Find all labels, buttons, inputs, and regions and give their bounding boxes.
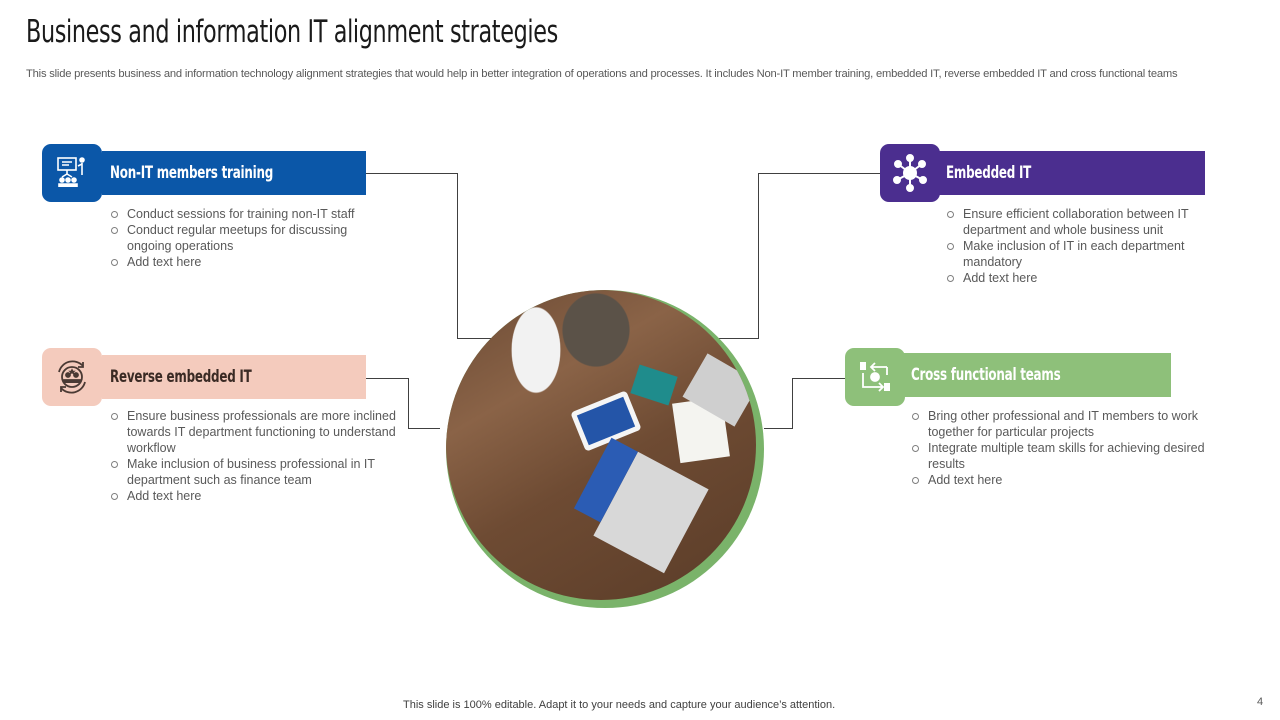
presentation-training-icon bbox=[42, 144, 102, 202]
bullet-item: Add text here bbox=[910, 472, 1225, 488]
page-subtitle: This slide presents business and informa… bbox=[26, 68, 1178, 80]
network-hub-icon bbox=[880, 144, 940, 202]
workflow-gear-icon bbox=[845, 348, 905, 406]
bullet-item: Conduct regular meetups for discussing o… bbox=[109, 222, 379, 254]
bullet-item: Add text here bbox=[109, 254, 379, 270]
team-meeting-photo bbox=[446, 290, 764, 608]
section-title: Cross functional teams bbox=[911, 365, 1061, 385]
bullet-list: Bring other professional and IT members … bbox=[910, 408, 1225, 488]
bullet-item: Integrate multiple team skills for achie… bbox=[910, 440, 1225, 472]
section-title: Reverse embedded IT bbox=[110, 367, 252, 387]
bullet-item: Add text here bbox=[109, 488, 399, 504]
bullet-item: Make inclusion of IT in each department … bbox=[945, 238, 1210, 270]
bullet-item: Add text here bbox=[945, 270, 1210, 286]
bullet-item: Conduct sessions for training non-IT sta… bbox=[109, 206, 379, 222]
section-header-bar: Embedded IT bbox=[938, 151, 1205, 195]
section-header-bar: Cross functional teams bbox=[903, 353, 1171, 397]
bullet-item: Make inclusion of business professional … bbox=[109, 456, 399, 488]
section-header-bar: Non-IT members training bbox=[102, 151, 366, 195]
team-cycle-icon bbox=[42, 348, 102, 406]
bullet-item: Bring other professional and IT members … bbox=[910, 408, 1225, 440]
section-title: Embedded IT bbox=[946, 163, 1032, 183]
section-header-bar: Reverse embedded IT bbox=[102, 355, 366, 399]
bullet-list: Conduct sessions for training non-IT sta… bbox=[109, 206, 379, 270]
footer-note: This slide is 100% editable. Adapt it to… bbox=[403, 699, 836, 711]
section-title: Non-IT members training bbox=[110, 163, 274, 183]
bullet-list: Ensure efficient collaboration between I… bbox=[945, 206, 1210, 286]
page-title: Business and information IT alignment st… bbox=[26, 14, 558, 50]
bullet-list: Ensure business professionals are more i… bbox=[109, 408, 399, 504]
bullet-item: Ensure business professionals are more i… bbox=[109, 408, 399, 456]
bullet-item: Ensure efficient collaboration between I… bbox=[945, 206, 1210, 238]
page-number: 4 bbox=[1257, 696, 1264, 708]
